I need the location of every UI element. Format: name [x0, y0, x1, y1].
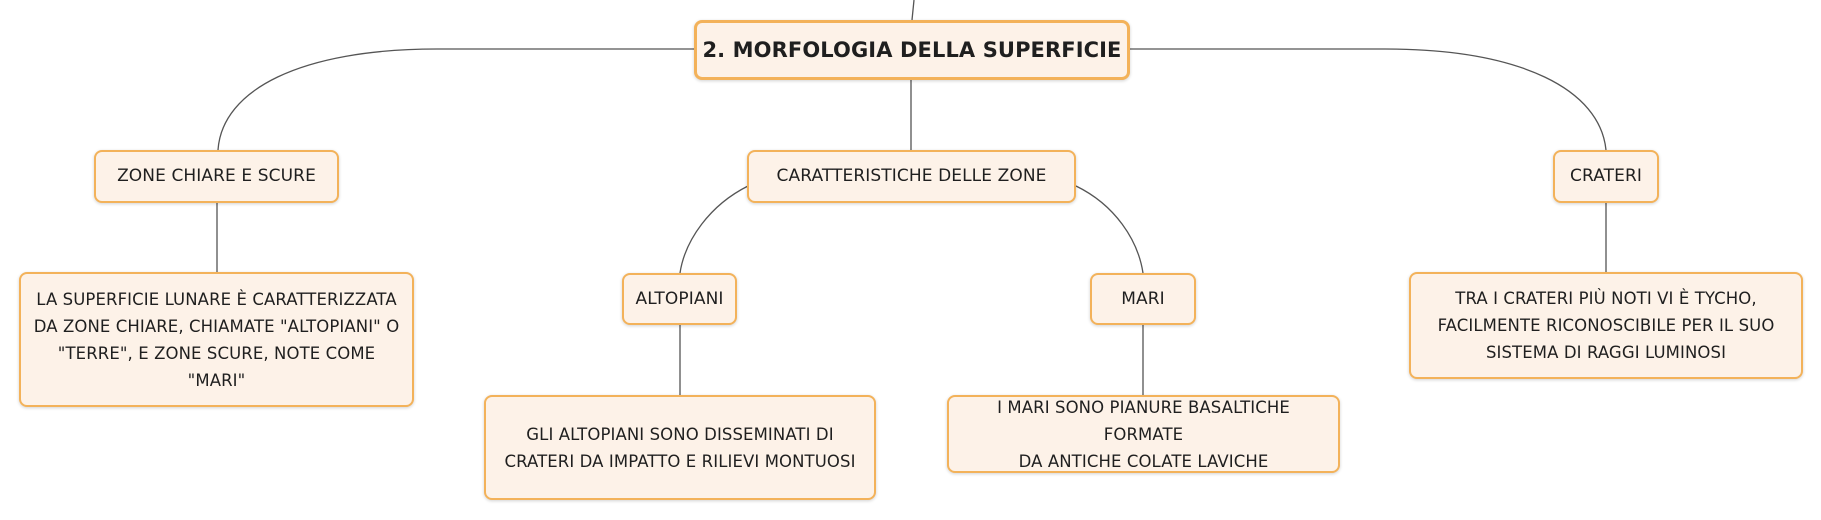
branch-node-caratteristiche-label: CARATTERISTICHE DELLE ZONE — [776, 166, 1047, 186]
sub-node-mari-label: MARI — [1121, 288, 1165, 309]
sub-node-altopiani-label: ALTOPIANI — [635, 288, 724, 309]
desc-node-altopiani[interactable]: GLI ALTOPIANI SONO DISSEMINATI DI CRATER… — [484, 395, 876, 500]
connector-root-to-crateri — [1129, 48, 1607, 151]
desc-node-zone[interactable]: LA SUPERFICIE LUNARE È CARATTERIZZATA DA… — [19, 272, 414, 407]
connector-root-to-parent — [911, 0, 915, 21]
branch-node-caratteristiche[interactable]: CARATTERISTICHE DELLE ZONE — [747, 150, 1076, 203]
desc-node-altopiani-text: GLI ALTOPIANI SONO DISSEMINATI DI CRATER… — [504, 424, 856, 471]
root-node-label: 2. MORFOLOGIA DELLA SUPERFICIE — [702, 37, 1122, 62]
connector-caratteristiche-to-altopiani — [679, 185, 749, 274]
root-node[interactable]: 2. MORFOLOGIA DELLA SUPERFICIE — [694, 20, 1130, 80]
desc-node-crateri[interactable]: TRA I CRATERI PIÙ NOTI VI È TYCHO, FACIL… — [1409, 272, 1803, 379]
branch-node-crateri-label: CRATERI — [1570, 166, 1642, 186]
branch-node-zone[interactable]: ZONE CHIARE E SCURE — [94, 150, 339, 203]
desc-node-mari[interactable]: I MARI SONO PIANURE BASALTICHE FORMATE D… — [947, 395, 1340, 473]
branch-node-zone-label: ZONE CHIARE E SCURE — [117, 166, 316, 186]
connector-root-to-zone — [217, 48, 694, 151]
branch-node-crateri[interactable]: CRATERI — [1553, 150, 1659, 203]
desc-node-crateri-text: TRA I CRATERI PIÙ NOTI VI È TYCHO, FACIL… — [1437, 289, 1775, 362]
sub-node-mari[interactable]: MARI — [1090, 273, 1196, 325]
connector-caratteristiche-to-mari — [1075, 185, 1144, 274]
sub-node-altopiani[interactable]: ALTOPIANI — [622, 273, 737, 325]
desc-node-mari-text: I MARI SONO PIANURE BASALTICHE FORMATE D… — [997, 397, 1290, 471]
desc-node-zone-text: LA SUPERFICIE LUNARE È CARATTERIZZATA DA… — [33, 289, 400, 390]
